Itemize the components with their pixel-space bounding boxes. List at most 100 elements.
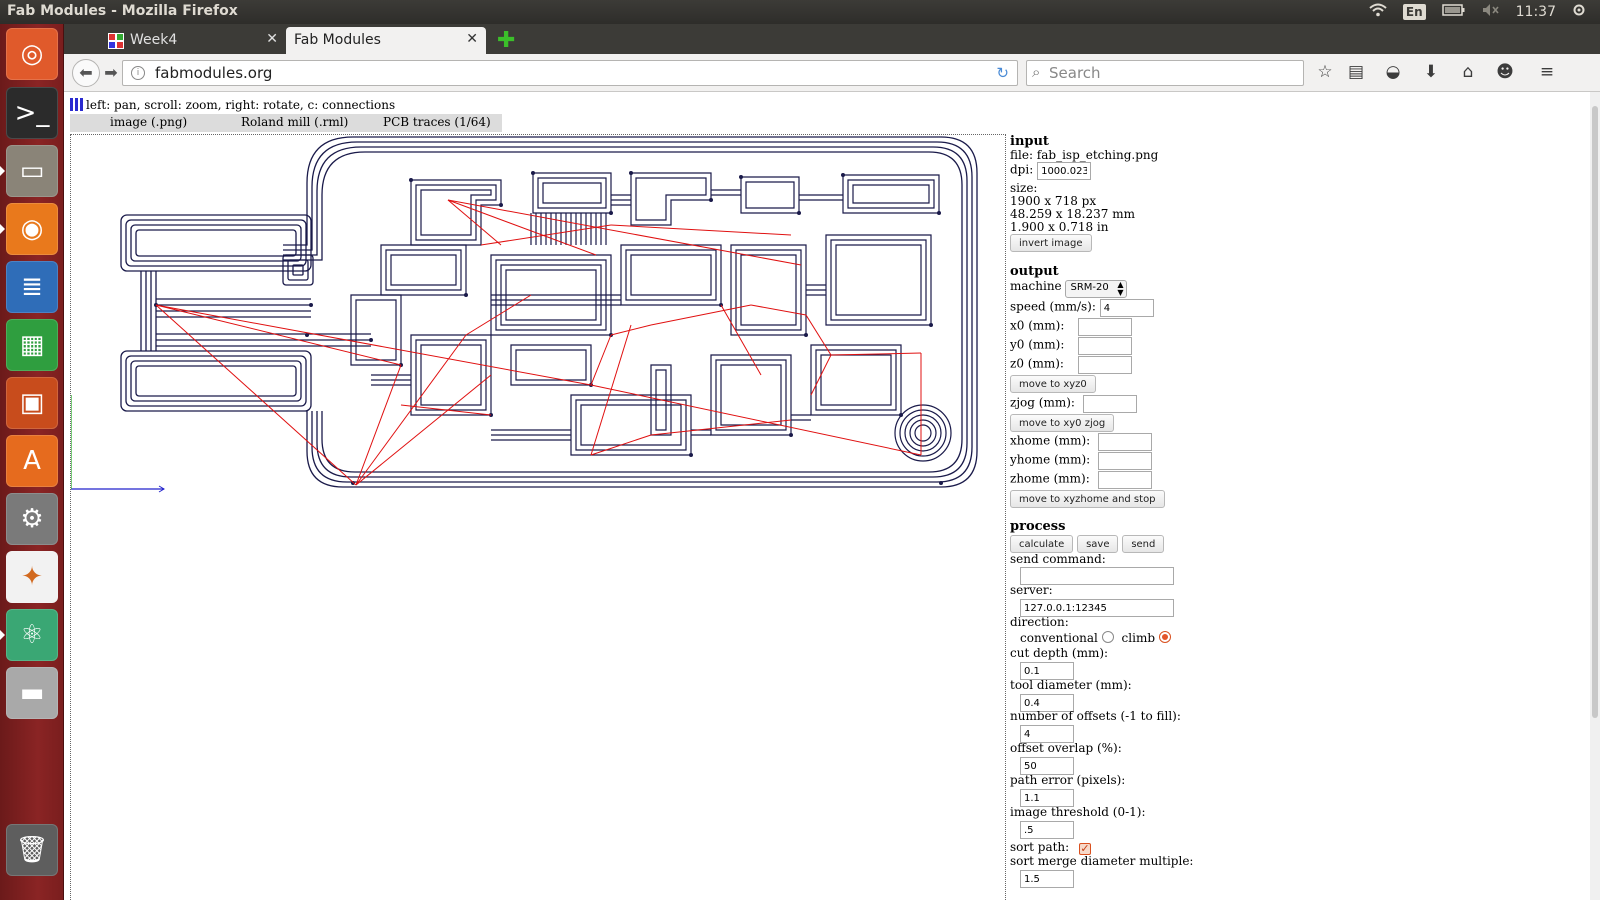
- machine-select[interactable]: SRM-20▲▼: [1065, 280, 1128, 298]
- machine-label: machine: [1010, 279, 1062, 293]
- menu-hamburger-icon[interactable]: ≡: [1539, 62, 1555, 82]
- input-file: file: fab_isp_etching.png: [1010, 148, 1159, 162]
- volume-mute-icon[interactable]: [1482, 3, 1500, 21]
- close-tab-icon[interactable]: ✕: [466, 31, 478, 47]
- path-error-input[interactable]: [1020, 789, 1074, 807]
- send-button[interactable]: send: [1122, 535, 1165, 553]
- offsets-label: number of offsets (-1 to fill):: [1010, 709, 1181, 723]
- zhome-input[interactable]: [1097, 471, 1152, 489]
- close-tab-icon[interactable]: ✕: [266, 31, 278, 47]
- y0-input[interactable]: [1078, 337, 1133, 355]
- module-image-png[interactable]: image (.png): [110, 115, 188, 129]
- running-app-indicator: [0, 166, 5, 176]
- tab-fab-modules[interactable]: Fab Modules ✕: [286, 27, 486, 54]
- direction-label: direction:: [1010, 615, 1069, 629]
- move-to-xyzhome-button[interactable]: move to xyzhome and stop: [1010, 490, 1165, 508]
- conventional-radio[interactable]: [1101, 631, 1114, 643]
- trace-paths: [350, 172, 952, 462]
- header-pad-paths: [120, 214, 371, 412]
- new-tab-plus-icon[interactable]: ✚: [497, 28, 516, 53]
- module-bar: image (.png) Roland mill (.rml) PCB trac…: [70, 114, 502, 132]
- tool-diameter-label: tool diameter (mm):: [1010, 678, 1132, 692]
- dpi-input[interactable]: [1037, 162, 1092, 180]
- search-icon: ⌕: [1032, 63, 1041, 81]
- impress-icon[interactable]: ▣: [6, 377, 58, 429]
- firefox-icon[interactable]: ◉: [6, 203, 58, 255]
- cut-depth-label: cut depth (mm):: [1010, 646, 1109, 660]
- zjog-input[interactable]: [1082, 395, 1137, 413]
- writer-icon[interactable]: ≣: [6, 261, 58, 313]
- drive-icon[interactable]: ▬: [6, 667, 58, 719]
- threshold-input[interactable]: [1020, 821, 1074, 839]
- back-arrow-icon[interactable]: ⬅: [72, 59, 100, 87]
- climb-radio[interactable]: [1158, 631, 1171, 643]
- overlap-input[interactable]: [1020, 757, 1074, 775]
- offsets-input[interactable]: [1020, 725, 1074, 743]
- terminal-icon[interactable]: >_: [6, 87, 58, 139]
- wifi-icon[interactable]: [1369, 3, 1387, 21]
- software-center-icon[interactable]: A: [6, 435, 58, 487]
- page-content: left: pan, scroll: zoom, right: rotate, …: [64, 92, 1600, 900]
- trash-icon[interactable]: 🗑: [6, 824, 58, 876]
- toolpath-canvas[interactable]: [70, 134, 1006, 900]
- site-info-icon[interactable]: i: [131, 66, 145, 80]
- system-tray: En 11:37: [1369, 0, 1600, 24]
- bookmark-star-icon[interactable]: ☆: [1317, 62, 1333, 82]
- url-bar[interactable]: i fabmodules.org ↻: [122, 60, 1018, 86]
- pocket-icon[interactable]: ◒: [1385, 62, 1401, 82]
- send-command-input[interactable]: [1020, 567, 1174, 585]
- scrollbar-thumb[interactable]: [1592, 106, 1598, 718]
- search-bar[interactable]: ⌕ Search: [1026, 60, 1304, 86]
- file-manager-icon[interactable]: ▭: [6, 145, 58, 197]
- system-settings-icon[interactable]: ⚙: [6, 493, 58, 545]
- hello-chat-icon[interactable]: ☻: [1496, 62, 1514, 82]
- atom-icon[interactable]: ⚛: [6, 609, 58, 661]
- calculate-button[interactable]: calculate: [1010, 535, 1074, 553]
- home-icon[interactable]: ⌂: [1462, 62, 1474, 82]
- merge-input[interactable]: [1020, 870, 1074, 888]
- page-scrollbar[interactable]: [1590, 92, 1600, 900]
- x0-label: x0 (mm):: [1010, 318, 1065, 333]
- yhome-input[interactable]: [1098, 452, 1153, 470]
- module-roland-mill[interactable]: Roland mill (.rml): [241, 115, 349, 129]
- module-pcb-traces[interactable]: PCB traces (1/64): [383, 115, 491, 129]
- move-to-xy0-zjog-button[interactable]: move to xy0 zjog: [1010, 414, 1115, 432]
- input-heading: input: [1010, 134, 1049, 149]
- settings-gear-icon[interactable]: [1572, 3, 1586, 21]
- xhome-input[interactable]: [1098, 433, 1153, 451]
- tool-diameter-input[interactable]: [1020, 694, 1074, 712]
- toolpath-drawing[interactable]: [71, 135, 1007, 900]
- hint-text: left: pan, scroll: zoom, right: rotate, …: [86, 98, 396, 112]
- url-text[interactable]: fabmodules.org: [155, 64, 273, 82]
- y0-label: y0 (mm):: [1010, 337, 1065, 352]
- speed-input[interactable]: [1099, 299, 1154, 317]
- tab-week4[interactable]: Week4 ✕: [86, 27, 286, 54]
- save-button[interactable]: save: [1077, 535, 1119, 553]
- connection-lines: [155, 199, 922, 486]
- move-to-xyz0-button[interactable]: move to xyz0: [1010, 375, 1096, 393]
- reading-list-icon[interactable]: ▤: [1347, 62, 1365, 82]
- forward-arrow-icon[interactable]: ➡: [104, 63, 118, 82]
- yhome-label: yhome (mm):: [1010, 452, 1091, 467]
- speed-label: speed (mm/s):: [1010, 299, 1096, 314]
- pcb-app-icon[interactable]: ✦: [6, 551, 58, 603]
- path-error-label: path error (pixels):: [1010, 773, 1126, 787]
- battery-icon[interactable]: [1441, 4, 1466, 20]
- z0-input[interactable]: [1077, 356, 1132, 374]
- size-in: 1.900 x 0.718 in: [1010, 220, 1109, 234]
- clock[interactable]: 11:37: [1515, 4, 1556, 20]
- keyboard-layout-indicator[interactable]: En: [1402, 4, 1426, 20]
- reload-icon[interactable]: ↻: [996, 64, 1009, 82]
- sort-path-checkbox[interactable]: ✓: [1079, 842, 1092, 855]
- downloads-icon[interactable]: ⬇: [1423, 62, 1439, 82]
- calc-icon[interactable]: ▦: [6, 319, 58, 371]
- cut-depth-input[interactable]: [1020, 662, 1074, 680]
- size-mm: 48.259 x 18.237 mm: [1010, 207, 1135, 221]
- window-title: Fab Modules - Mozilla Firefox: [7, 3, 238, 19]
- x0-input[interactable]: [1078, 318, 1133, 336]
- output-heading: output: [1010, 264, 1059, 279]
- server-input[interactable]: [1020, 599, 1174, 617]
- invert-image-button[interactable]: invert image: [1010, 234, 1092, 252]
- unity-launcher: ◎ >_ ▭ ◉ ≣ ▦ ▣ A ⚙ ✦ ⚛ ▬ 🗑: [0, 24, 64, 900]
- ubuntu-dash-icon[interactable]: ◎: [6, 28, 58, 80]
